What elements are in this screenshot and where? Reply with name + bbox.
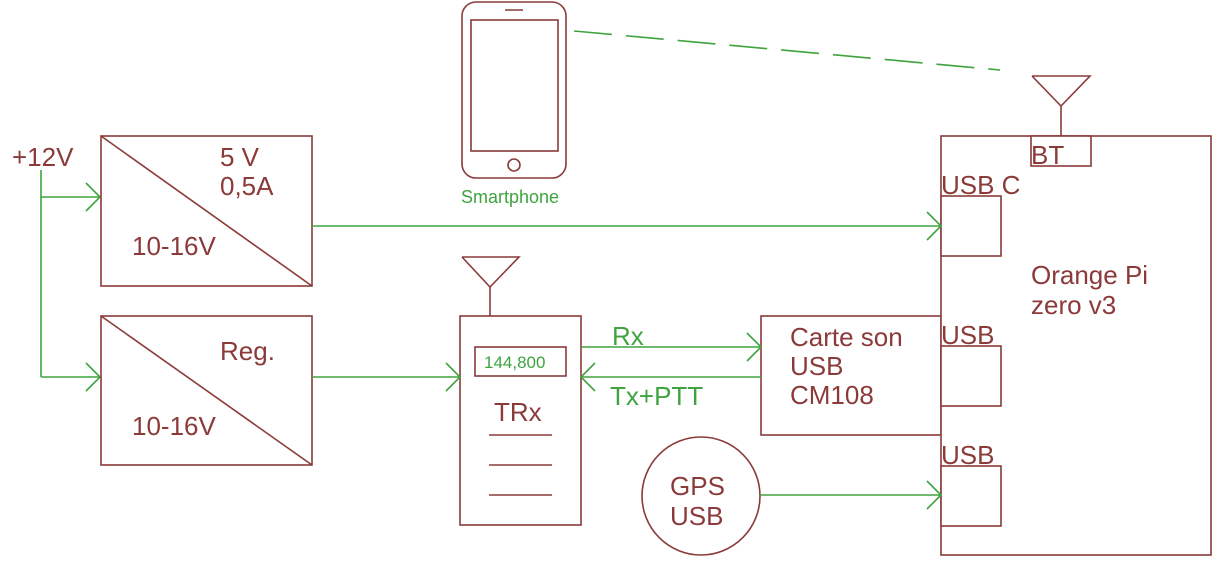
home-button-icon: [507, 158, 521, 172]
regulator-label: Reg.: [220, 336, 275, 366]
soundcard-line3: CM108: [790, 380, 874, 410]
trx-frequency: 144,800: [484, 353, 545, 372]
usb2-port: [940, 465, 1002, 527]
soundcard-line2: USB: [790, 351, 843, 381]
soundcard: Carte son USB CM108: [760, 315, 942, 436]
wire-rx: Rx: [581, 321, 763, 362]
orange-pi-name-line2: zero v3: [1031, 290, 1116, 320]
wire-gps-to-usb: [760, 480, 943, 510]
wire-reg-to-trx: [312, 362, 462, 392]
smartphone-label: Smartphone: [461, 187, 559, 207]
supply-wiring: +12V: [12, 142, 102, 392]
usb-c-label: USB C: [941, 170, 1020, 200]
usb1-port: [940, 345, 1002, 407]
orange-pi: BT USB C Orange Pi zero v3 USB USB: [940, 75, 1212, 556]
regulator: Reg. 10-16V: [100, 315, 313, 466]
regulator-in-range: 10-16V: [132, 411, 216, 441]
orange-pi-name-line1: Orange Pi: [1031, 260, 1148, 290]
converter-in-range: 10-16V: [132, 231, 216, 261]
usb2-label: USB: [941, 440, 994, 470]
soundcard-line1: Carte son: [790, 322, 903, 352]
wire-tx: Tx+PTT: [579, 362, 761, 411]
smartphone: Smartphone: [461, 1, 567, 207]
bt-label: BT: [1031, 140, 1064, 170]
gps-line1: GPS: [670, 471, 725, 501]
wire-5v-to-usbc: [312, 211, 943, 241]
trx: 144,800 TRx: [459, 256, 582, 526]
converter-5v: 5 V 0,5A 10-16V: [100, 135, 313, 287]
usb1-label: USB: [941, 320, 994, 350]
trx-label: TRx: [494, 397, 542, 427]
supply-label: +12V: [12, 142, 74, 172]
gps: GPS USB: [641, 436, 761, 556]
tx-label: Tx+PTT: [610, 381, 703, 411]
converter-out-voltage: 5 V: [220, 142, 260, 172]
usb-c-port: [940, 195, 1002, 257]
bluetooth-link: [573, 30, 1001, 71]
gps-line2: USB: [670, 501, 723, 531]
converter-out-current: 0,5A: [220, 171, 274, 201]
rx-label: Rx: [612, 321, 644, 351]
bt-antenna-icon: [1031, 75, 1092, 136]
trx-antenna-icon: [461, 256, 521, 316]
